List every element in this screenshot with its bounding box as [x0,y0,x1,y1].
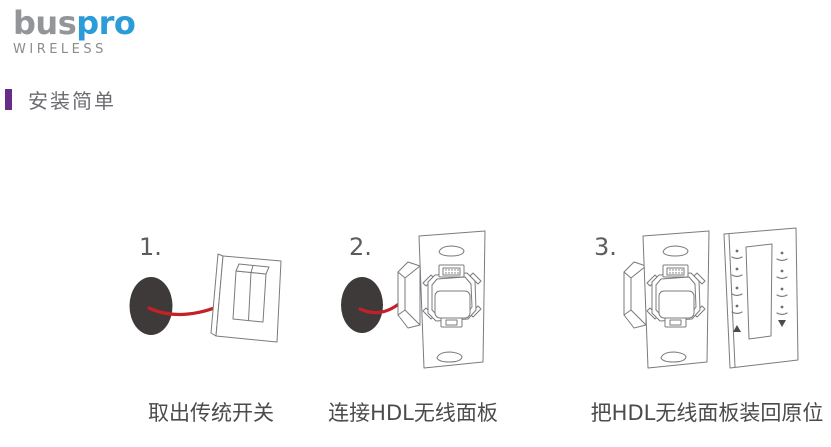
heading-title: 安装简单 [28,89,116,113]
step-2-number: 2. [349,233,372,261]
mounting-box-icon [623,261,647,329]
heading-accent-bar [5,89,12,110]
step-3-number: 3. [594,233,617,261]
logo-text-pro: pro [76,4,136,42]
step-1-caption: 取出传统开关 [148,401,274,425]
step-3-caption: 把HDL无线面板装回原位 [590,401,824,425]
step-1-number: 1. [139,233,162,261]
section-heading: 安装简单 [5,85,116,114]
illustration-remove-traditional-switch [129,253,282,343]
logo-wordmark: buspro [13,4,136,42]
wireless-panel-base-icon [643,231,709,368]
keypad-cover-icon [723,227,799,369]
arrow-up-icon [733,325,741,332]
step-2-caption: 连接HDL无线面板 [328,401,498,425]
illustration-connect-hdl-wireless-panel [341,231,485,368]
wall-hole-icon [341,277,383,333]
wireless-panel-base-icon [419,231,485,368]
illustration-reinstall-hdl-wireless-panel [623,227,799,369]
logo-text-bus: bus [13,4,77,42]
traditional-switch-icon [210,253,282,343]
arrow-down-icon [778,320,786,327]
wall-hole-icon [129,277,173,335]
logo-subtitle: WIRELESS [13,42,107,58]
buspro-logo: buspro WIRELESS [13,4,136,58]
mounting-box-icon [397,261,421,329]
